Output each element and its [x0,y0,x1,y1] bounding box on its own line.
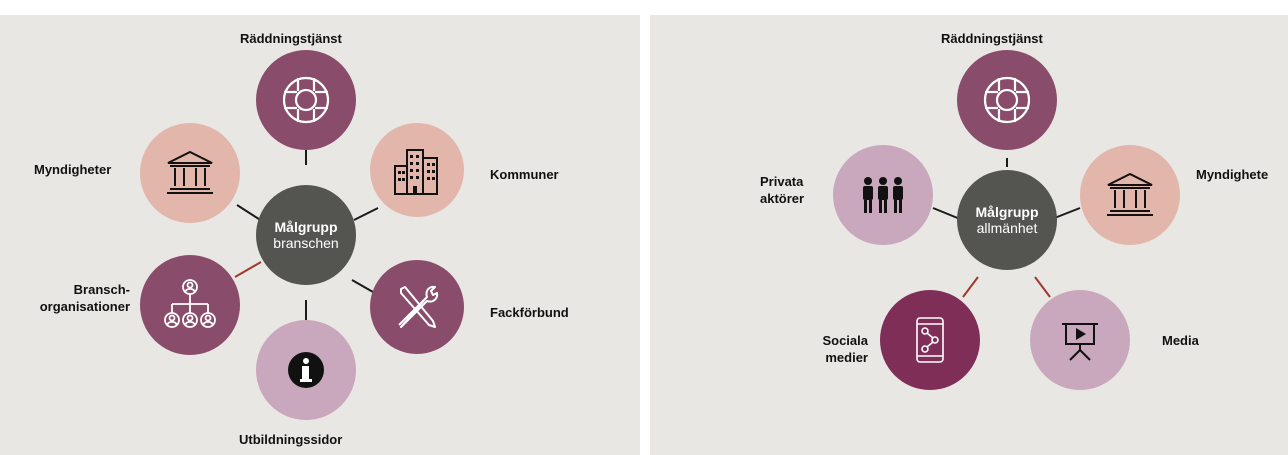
presentation-icon [1062,323,1098,361]
buildings-icon [394,149,438,195]
node-myndigheter [140,123,240,223]
label-privata-aktorer-line2: aktörer [760,191,805,206]
lifebuoy-icon [282,76,330,124]
people-group-icon [863,177,903,213]
label-privata-aktorer-line1: Privata [760,174,804,189]
node-utbildningssidor [256,320,356,420]
center-title: Målgrupp [975,204,1039,220]
center-subtitle: allmänhet [976,220,1038,236]
label-sociala-medier-line2: medier [825,350,868,365]
lifebuoy-icon [983,76,1031,124]
label-raddningstjanst: Räddningstjänst [941,31,1043,46]
label-media: Media [1162,333,1199,348]
label-utbildningssidor: Utbildningssidor [239,432,343,447]
label-privata-aktorer: Privata aktörer [760,173,804,207]
node-myndigheter [1080,145,1180,245]
label-branschorganisationer: Bransch- organisationer [38,281,130,315]
label-sociala-medier-line1: Sociala [822,333,868,348]
node-sociala-medier [880,290,980,390]
label-myndigheter: Myndigheter [34,162,112,177]
info-icon [288,352,324,388]
tools-icon [398,285,439,328]
node-raddningstjanst [957,50,1057,150]
label-branschorganisationer-line1: Bransch- [73,282,130,297]
center-title: Målgrupp [274,219,338,235]
node-branschorganisationer [140,255,240,355]
left-diagram-panel: Målgrupp branschen Räddningstjänst [0,15,640,455]
node-privata-aktorer [833,145,933,245]
smartphone-network-icon [916,317,944,363]
government-building-icon [1107,172,1153,216]
label-kommuner: Kommuner [490,167,559,182]
label-branschorganisationer-line2: organisationer [39,299,130,314]
label-sociala-medier: Sociala medier [810,332,868,366]
government-building-icon [167,150,213,194]
center-node-branschen: Målgrupp branschen [256,185,356,285]
node-kommuner [370,123,464,217]
label-myndigheter: Myndighete [1196,167,1269,182]
label-raddningstjanst: Räddningstjänst [240,31,342,46]
right-diagram-panel: Målgrupp allmänhet Räddningstjänst Myndi [650,15,1288,455]
org-chart-icon [164,279,216,328]
center-subtitle: branschen [273,235,339,251]
node-fackforbund [370,260,464,354]
node-media [1030,290,1130,390]
label-fackforbund: Fackförbund [490,305,569,320]
node-raddningstjanst [256,50,356,150]
center-node-allmanhet: Målgrupp allmänhet [957,170,1057,270]
